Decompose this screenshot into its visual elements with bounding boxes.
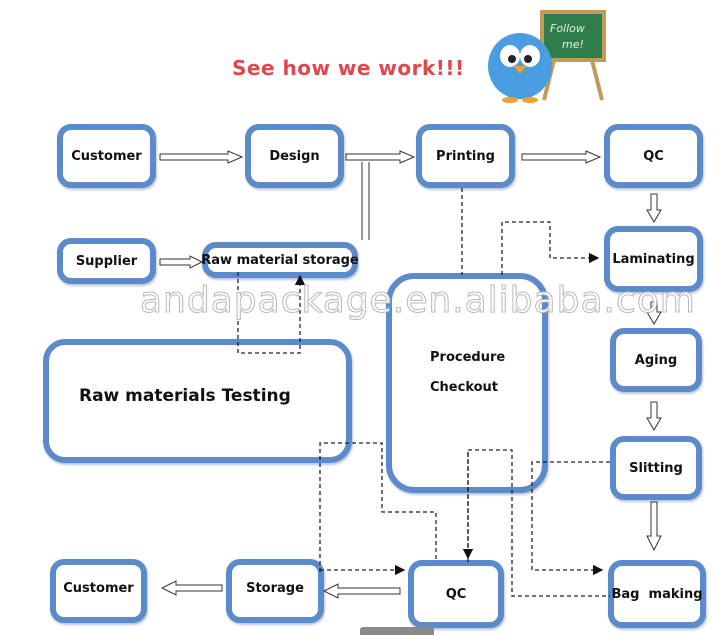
node-design[interactable]: Design (245, 124, 344, 188)
arrow-qc-laminating (646, 193, 662, 223)
node-label: QC (643, 148, 664, 164)
dash-procedure-laminating (501, 221, 600, 275)
node-label: Laminating (612, 251, 695, 267)
node-procedure-checkout[interactable]: Procedure Checkout (386, 273, 548, 493)
arrow-supplier-storage (159, 255, 204, 269)
arrow-qc-storage (322, 583, 401, 599)
node-laminating[interactable]: Laminating (604, 226, 703, 292)
node-qc-bottom[interactable]: QC (408, 560, 504, 628)
node-supplier[interactable]: Supplier (57, 238, 156, 284)
node-label-line2: Checkout (430, 380, 499, 395)
node-slitting[interactable]: Slitting (610, 436, 702, 500)
node-label: Customer (63, 581, 134, 596)
sign-text-1: Follow (550, 22, 585, 35)
node-label: Supplier (75, 253, 138, 269)
node-raw-material-storage[interactable]: Raw material storage (201, 242, 359, 278)
sign-text-2: me! (562, 38, 584, 51)
page-title: See how we work!!! (232, 56, 465, 80)
arrow-aging-slitting (646, 401, 662, 431)
node-bag-making[interactable]: Bag making (608, 560, 706, 628)
arrow-customer-design (159, 150, 244, 164)
scrollbar-handle[interactable] (360, 627, 434, 635)
node-label: Bag making (611, 586, 703, 602)
bird-mascot-icon: Follow me! (488, 10, 606, 103)
arrow-design-printing (345, 150, 416, 164)
node-label: Slitting (629, 460, 683, 476)
node-label: Raw material storage (201, 252, 359, 268)
node-label: Aging (634, 352, 678, 368)
node-customer-bottom[interactable]: Customer (50, 559, 147, 623)
arrow-laminating-aging (646, 301, 662, 325)
node-customer-top[interactable]: Customer (57, 124, 156, 188)
arrow-storage-customer (160, 580, 223, 596)
node-label: Customer (71, 148, 142, 164)
node-label: Printing (436, 148, 495, 164)
node-printing[interactable]: Printing (416, 124, 515, 188)
node-label: Raw materials Testing (79, 386, 291, 406)
node-raw-materials-testing[interactable]: Raw materials Testing (43, 339, 352, 463)
node-qc-top[interactable]: QC (604, 124, 703, 188)
node-label-line1: Procedure (430, 350, 506, 365)
arrow-printing-qc (521, 150, 602, 164)
node-label: Design (269, 148, 320, 164)
node-label: Storage (246, 581, 304, 596)
node-storage[interactable]: Storage (226, 559, 324, 623)
node-aging[interactable]: Aging (610, 328, 702, 392)
arrow-slitting-bagmaking (646, 501, 662, 552)
node-label: QC (445, 586, 467, 602)
